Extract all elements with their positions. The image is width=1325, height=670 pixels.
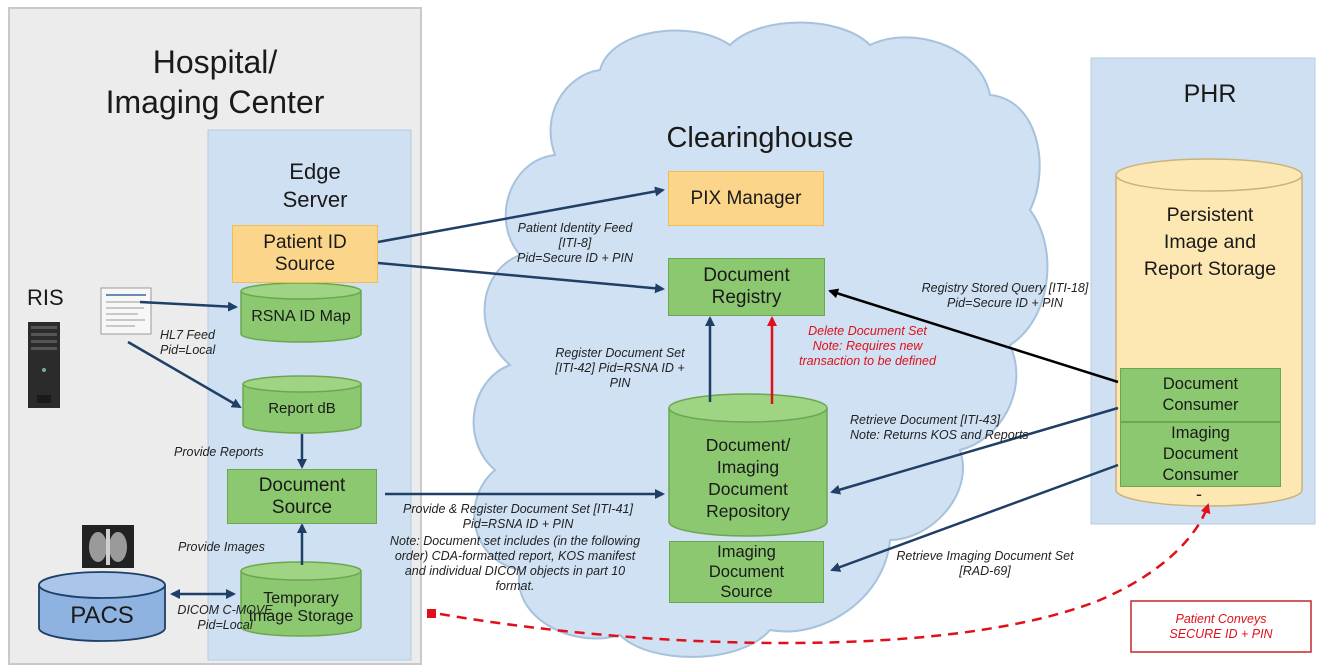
clearinghouse-title: Clearinghouse (666, 122, 854, 154)
patient-conveys-label: Patient Conveys SECURE ID + PIN (1169, 612, 1273, 641)
rsna-id-map-cylinder (240, 282, 362, 343)
patient-id-source: Patient ID Source (232, 225, 378, 283)
clearinghouse-cloud (472, 21, 1049, 658)
arrow-consumer-repository (830, 406, 1119, 495)
repository-label: Document/ Imaging Document Repository (705, 435, 791, 521)
temporary-image-storage-label: Temporary Image Storage (248, 589, 354, 625)
server-tower-icon (28, 322, 60, 408)
imaging-document-source: Imaging Document Source (669, 541, 824, 603)
pix-manager: PIX Manager (668, 171, 824, 226)
arrow-ris-report (127, 340, 242, 409)
pacs-label: PACS (70, 602, 134, 630)
pin-source-marker (427, 609, 436, 618)
rsna-id-map-label: RSNA ID Map (251, 307, 351, 325)
arrow-ris-rsna (139, 300, 238, 312)
phr-title: PHR (1183, 80, 1237, 108)
registry-stored-query-label: Registry Stored Query [ITI-18] Pid=Secur… (921, 281, 1089, 310)
report-db-cylinder (242, 375, 362, 434)
delete-document-set-label: Delete Document Set Note: Requires new t… (799, 324, 936, 368)
document-consumer: Document Consumer (1120, 368, 1281, 422)
document-registry: Document Registry (668, 258, 825, 316)
retrieve-imaging-label: Retrieve Imaging Document Set [RAD-69] (896, 549, 1074, 578)
repository-cylinder (668, 393, 828, 537)
provide-register-label: Provide & Register Document Set [ITI-41]… (403, 502, 633, 531)
persistent-storage-label: Persistent Image and Report Storage (1143, 204, 1277, 280)
document-set-note: Note: Document set includes (in the foll… (389, 534, 641, 593)
phr-dash: - (1196, 484, 1202, 504)
arrow-imgconsumer-imgsource (830, 463, 1119, 572)
arrow-consumer-registry (828, 288, 1119, 384)
edge-server-title: Edge Server (282, 159, 348, 212)
provide-images-label: Provide Images (178, 540, 265, 554)
imaging-document-consumer: Imaging Document Consumer (1120, 422, 1281, 487)
register-document-set-label: Register Document Set [ITI-42] Pid=RSNA … (555, 346, 685, 390)
chest-xray-icon (82, 525, 134, 568)
arrow-patientid-pix (377, 186, 665, 244)
document-source: Document Source (227, 469, 377, 524)
provide-reports-label: Provide Reports (174, 445, 264, 459)
report-document-icon (100, 287, 152, 335)
hl7-feed-label: HL7 Feed Pid=Local (160, 328, 216, 357)
arrow-patientid-registry (377, 261, 665, 294)
patient-identity-feed-label: Patient Identity Feed [ITI-8] Pid=Secure… (516, 221, 634, 265)
hospital-title: Hospital/ Imaging Center (105, 44, 325, 120)
pacs-cylinder (38, 571, 166, 642)
arrow-patient-conveys (439, 503, 1211, 645)
retrieve-document-label: Retrieve Document [ITI-43] Note: Returns… (850, 413, 1029, 442)
report-db-label: Report dB (268, 400, 336, 418)
ris-label: RIS (27, 285, 64, 310)
temporary-storage-cylinder (240, 561, 362, 637)
dicom-cmove-label: DICOM C-MOVE Pid=Local (177, 603, 273, 632)
patient-conveys-box (1130, 600, 1312, 653)
